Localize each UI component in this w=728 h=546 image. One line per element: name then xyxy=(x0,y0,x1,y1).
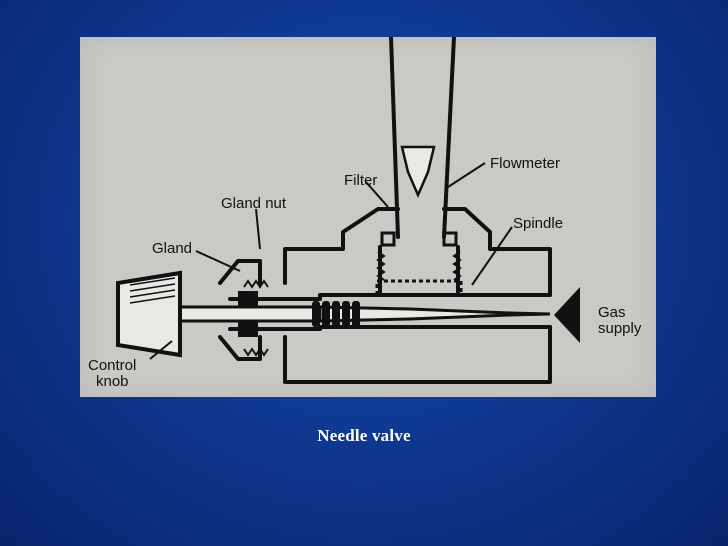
spindle-bore-bottom xyxy=(228,325,552,331)
flowmeter-tube-right-wall xyxy=(442,37,456,239)
seal-left xyxy=(380,231,396,247)
seal-right xyxy=(442,231,458,247)
control-knob[interactable] xyxy=(116,270,182,358)
label-gas-supply-line2: supply xyxy=(598,320,642,337)
spindle-bore-top xyxy=(228,293,552,301)
label-control-knob-line2: knob xyxy=(96,373,129,390)
label-gland: Gland xyxy=(152,240,192,257)
needle-valve-figure: Flowmeter Filter Gland nut Spindle Gland… xyxy=(80,37,656,397)
label-control-knob-line1: Control xyxy=(88,357,136,374)
valve-body-outline xyxy=(283,207,400,285)
leader-lines xyxy=(149,162,513,360)
flowmeter-tube-left-wall xyxy=(389,37,400,239)
spindle xyxy=(178,301,551,327)
spindle-thread xyxy=(312,301,360,327)
seal-springs xyxy=(243,251,462,357)
label-gas-supply-line1: Gas xyxy=(598,304,626,321)
valve-body-outline-right xyxy=(442,207,552,297)
label-flowmeter: Flowmeter xyxy=(490,155,560,172)
slide-caption: Needle valve xyxy=(317,426,411,445)
label-gland-nut: Gland nut xyxy=(221,195,287,212)
gland-packing xyxy=(238,291,258,337)
valve-body-lower-outline xyxy=(283,325,552,384)
label-spindle: Spindle xyxy=(513,215,563,232)
filter-mesh xyxy=(375,279,463,297)
label-filter: Filter xyxy=(344,172,377,189)
control-knob-grip-lines xyxy=(129,277,176,304)
bobbin-float xyxy=(400,145,436,199)
needle-valve-diagram: Flowmeter Filter Gland nut Spindle Gland… xyxy=(88,37,642,390)
gas-supply-arrow xyxy=(554,287,580,343)
